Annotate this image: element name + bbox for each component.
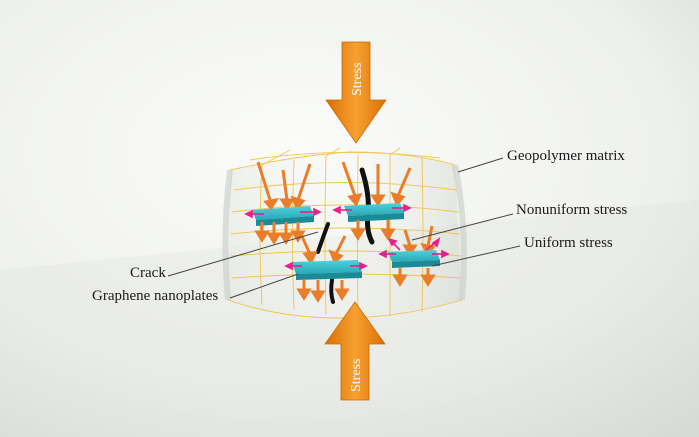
leader-lines [167, 157, 521, 299]
nanoplate-2 [344, 203, 404, 222]
leader-graphene [229, 273, 299, 299]
stress-arrow-bottom: Stress [324, 301, 386, 401]
leader-uniform [431, 245, 521, 267]
force-arrows-below [254, 220, 436, 303]
force-arrows-above [256, 161, 436, 265]
nanoplate-1 [252, 206, 314, 226]
label-nonuniform-stress: Nonuniform stress [516, 202, 628, 218]
nanoplate-3 [292, 260, 362, 280]
stress-arrow-top: Stress [325, 41, 387, 144]
label-uniform-stress: Uniform stress [524, 235, 613, 251]
crack-3 [329, 278, 335, 304]
nanoplate-4 [388, 250, 440, 268]
tension-arrows [244, 203, 450, 271]
label-crack: Crack [130, 265, 166, 281]
crack-2 [316, 222, 330, 254]
label-geopolymer-matrix: Geopolymer matrix [507, 148, 625, 164]
leader-geopolymer [457, 157, 504, 173]
leader-nonuniform [411, 213, 514, 241]
leader-crack [167, 231, 319, 277]
label-graphene-nanoplates: Graphene nanoplates [92, 288, 219, 304]
stress-arrow-bottom-label: Stress [349, 359, 364, 392]
stress-arrow-top-label: Stress [350, 63, 365, 96]
graphene-nanoplates [252, 203, 440, 280]
